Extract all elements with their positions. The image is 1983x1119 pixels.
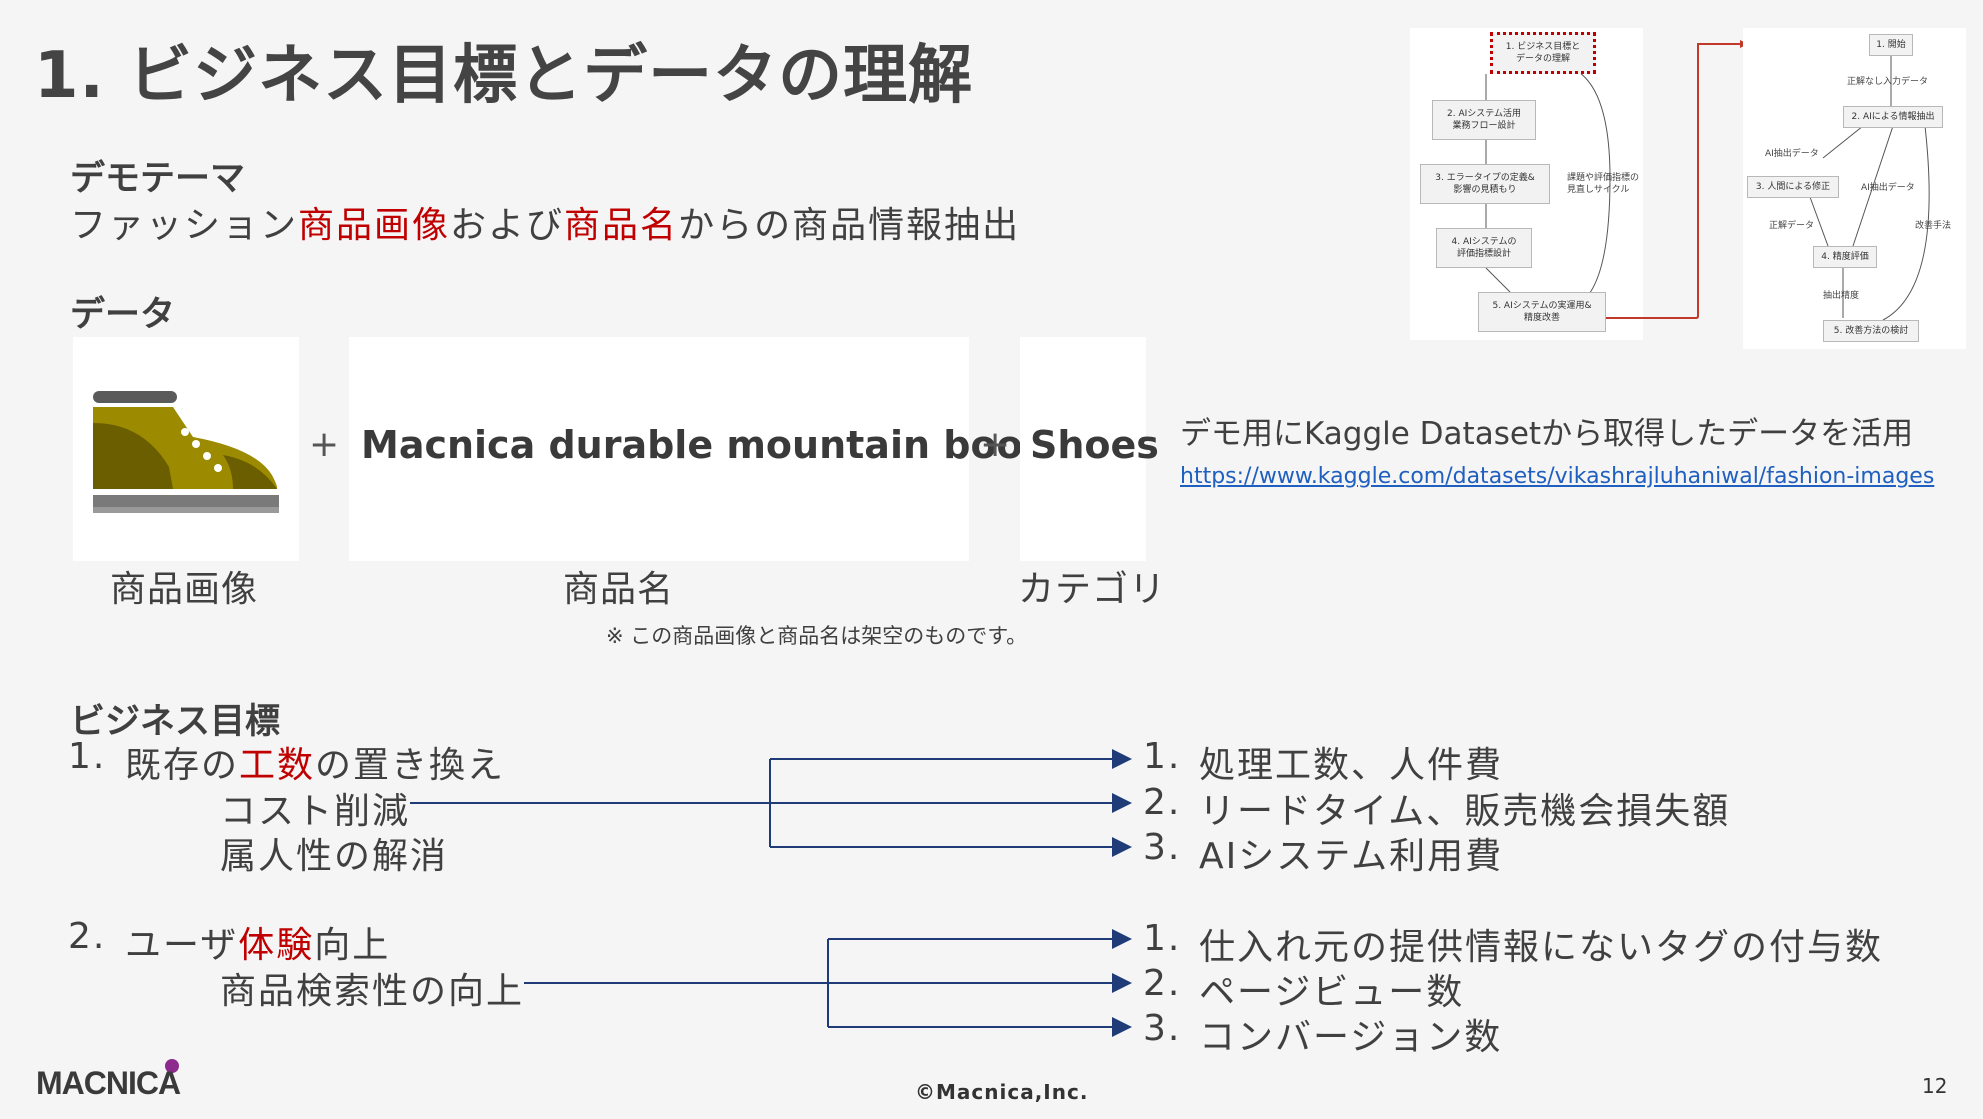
flow-right-box-2: 2. AIによる情報抽出 xyxy=(1843,106,1943,128)
goal1-metric2: リードタイム、販売機会損失額 xyxy=(1199,791,1731,832)
goal1-sub1: コスト削減 xyxy=(220,791,411,832)
caption-category: カテゴリ xyxy=(1018,569,1167,610)
flow-right-label-5: 改善手法 xyxy=(1915,221,1952,231)
diagram-link-arrow xyxy=(1606,40,1748,319)
demo-theme-part-1: 商品画像 xyxy=(298,205,451,246)
goal1-title: 既存の工数の置き換え xyxy=(125,736,505,788)
goal2-metric1-num: 1. xyxy=(1143,918,1182,959)
plus-sign-1: + xyxy=(309,424,340,465)
flow-left-box-3: 3. エラータイプの定義& 影響の見積もり xyxy=(1420,164,1550,204)
macnica-logo: MACNICA xyxy=(36,1056,236,1101)
flow-left-box-5: 5. AIシステムの実運用& 精度改善 xyxy=(1478,292,1606,332)
goal1-metric2-num: 2. xyxy=(1143,782,1182,823)
flow-right-box-5: 5. 改善方法の検討 xyxy=(1823,320,1919,342)
demo-theme-heading: デモテーマ xyxy=(70,159,246,199)
flow-right-box-1: 1. 開始 xyxy=(1869,34,1913,56)
demo-theme-part-0: ファッション xyxy=(70,205,299,246)
goal2-metric3-num: 3. xyxy=(1143,1008,1182,1049)
goal2-title-part-1: 体験 xyxy=(238,925,315,966)
operation-flow-arrows xyxy=(1802,56,1930,321)
goal1-title-part-1: 工数 xyxy=(239,745,316,786)
page-title: 1. ビジネス目標とデータの理解 xyxy=(34,39,974,113)
goal1-metric3: AIシステム利用費 xyxy=(1199,836,1504,877)
copyright: ©Macnica,Inc. xyxy=(915,1080,1089,1104)
caption-image: 商品画像 xyxy=(110,569,259,610)
flow-right-label-2: AI抽出データ xyxy=(1765,149,1819,159)
goal2-connector xyxy=(524,929,1132,1037)
goal1-metric3-num: 3. xyxy=(1143,827,1182,868)
demo-theme-part-3: 商品名 xyxy=(564,205,679,246)
goal1-title-part-0: 既存の xyxy=(125,745,240,786)
goal2-metric3: コンバージョン数 xyxy=(1199,1017,1503,1058)
goal2-num: 2. xyxy=(68,916,107,957)
data-heading: データ xyxy=(70,295,176,335)
goal2-metric2-num: 2. xyxy=(1143,963,1182,1004)
product-name-box: Macnica durable mountain boots xyxy=(349,337,1063,561)
macnica-logo-text: MACNICA xyxy=(36,1065,181,1096)
goal2-title-part-0: ユーザ xyxy=(125,925,239,966)
business-goals-heading: ビジネス目標 xyxy=(70,702,281,742)
page-number: 12 xyxy=(1922,1074,1948,1098)
category-value: Shoes xyxy=(1030,423,1159,467)
flow-right-label-4: 正解データ xyxy=(1769,221,1815,231)
goal2-metric2: ページビュー数 xyxy=(1199,972,1465,1013)
operation-flow-diagram: 1. 開始 2. AIによる情報抽出 3. 人間による修正 4. 精度評価 5.… xyxy=(1743,28,1966,349)
product-name-value: Macnica durable mountain boots xyxy=(361,423,1064,467)
flow-left-loop-label: 課題や評価指標の 見直しサイクル xyxy=(1567,173,1640,195)
goal1-metric1: 処理工数、人件費 xyxy=(1199,745,1504,786)
flow-left-box-4: 4. AIシステムの 評価指標設計 xyxy=(1436,228,1532,268)
kaggle-description: デモ用にKaggle Datasetから取得したデータを活用 xyxy=(1180,416,1914,452)
plus-sign-2: + xyxy=(980,424,1011,465)
goal1-metric1-num: 1. xyxy=(1143,736,1182,777)
kaggle-link[interactable]: https://www.kaggle.com/datasets/vikashra… xyxy=(1180,464,1935,489)
goal1-connector xyxy=(410,749,1132,857)
goal2-sub1: 商品検索性の向上 xyxy=(220,971,525,1012)
macnica-logo-mark: MACNICA xyxy=(36,1059,182,1101)
product-image-box xyxy=(73,337,299,561)
goal1-num: 1. xyxy=(68,736,107,777)
flow-right-label-3: AI抽出データ xyxy=(1861,183,1915,193)
goal2-metric1: 仕入れ元の提供情報にないタグの付与数 xyxy=(1199,927,1884,968)
flow-left-box-1: 1. ビジネス目標と データの理解 xyxy=(1490,32,1596,74)
goal1-title-part-2: の置き換え xyxy=(315,745,506,786)
flow-right-label-6: 抽出精度 xyxy=(1823,291,1860,301)
boot-icon xyxy=(93,391,279,513)
process-flow-arrows xyxy=(1485,63,1611,309)
category-box: Shoes xyxy=(1020,337,1159,561)
flow-right-box-3: 3. 人間による修正 xyxy=(1747,176,1839,198)
goal1-sub2: 属人性の解消 xyxy=(220,836,449,877)
caption-name: 商品名 xyxy=(563,569,675,610)
flow-right-label-1: 正解なし入力データ xyxy=(1847,77,1929,87)
flow-left-box-2: 2. AIシステム活用 業務フロー設計 xyxy=(1432,100,1536,140)
process-flow-diagram: 1. ビジネス目標と データの理解 2. AIシステム活用 業務フロー設計 3.… xyxy=(1410,28,1643,340)
goal2-title: ユーザ体験向上 xyxy=(125,916,390,968)
demo-theme-part-2: および xyxy=(450,205,565,246)
demo-theme-text: ファッション商品画像および商品名からの商品情報抽出 xyxy=(70,196,1020,248)
demo-theme-part-4: からの商品情報抽出 xyxy=(678,205,1021,246)
fictional-note: ※ この商品画像と商品名は架空のものです。 xyxy=(606,624,1028,648)
goal2-title-part-2: 向上 xyxy=(314,925,391,966)
flow-right-box-4: 4. 精度評価 xyxy=(1813,246,1877,268)
